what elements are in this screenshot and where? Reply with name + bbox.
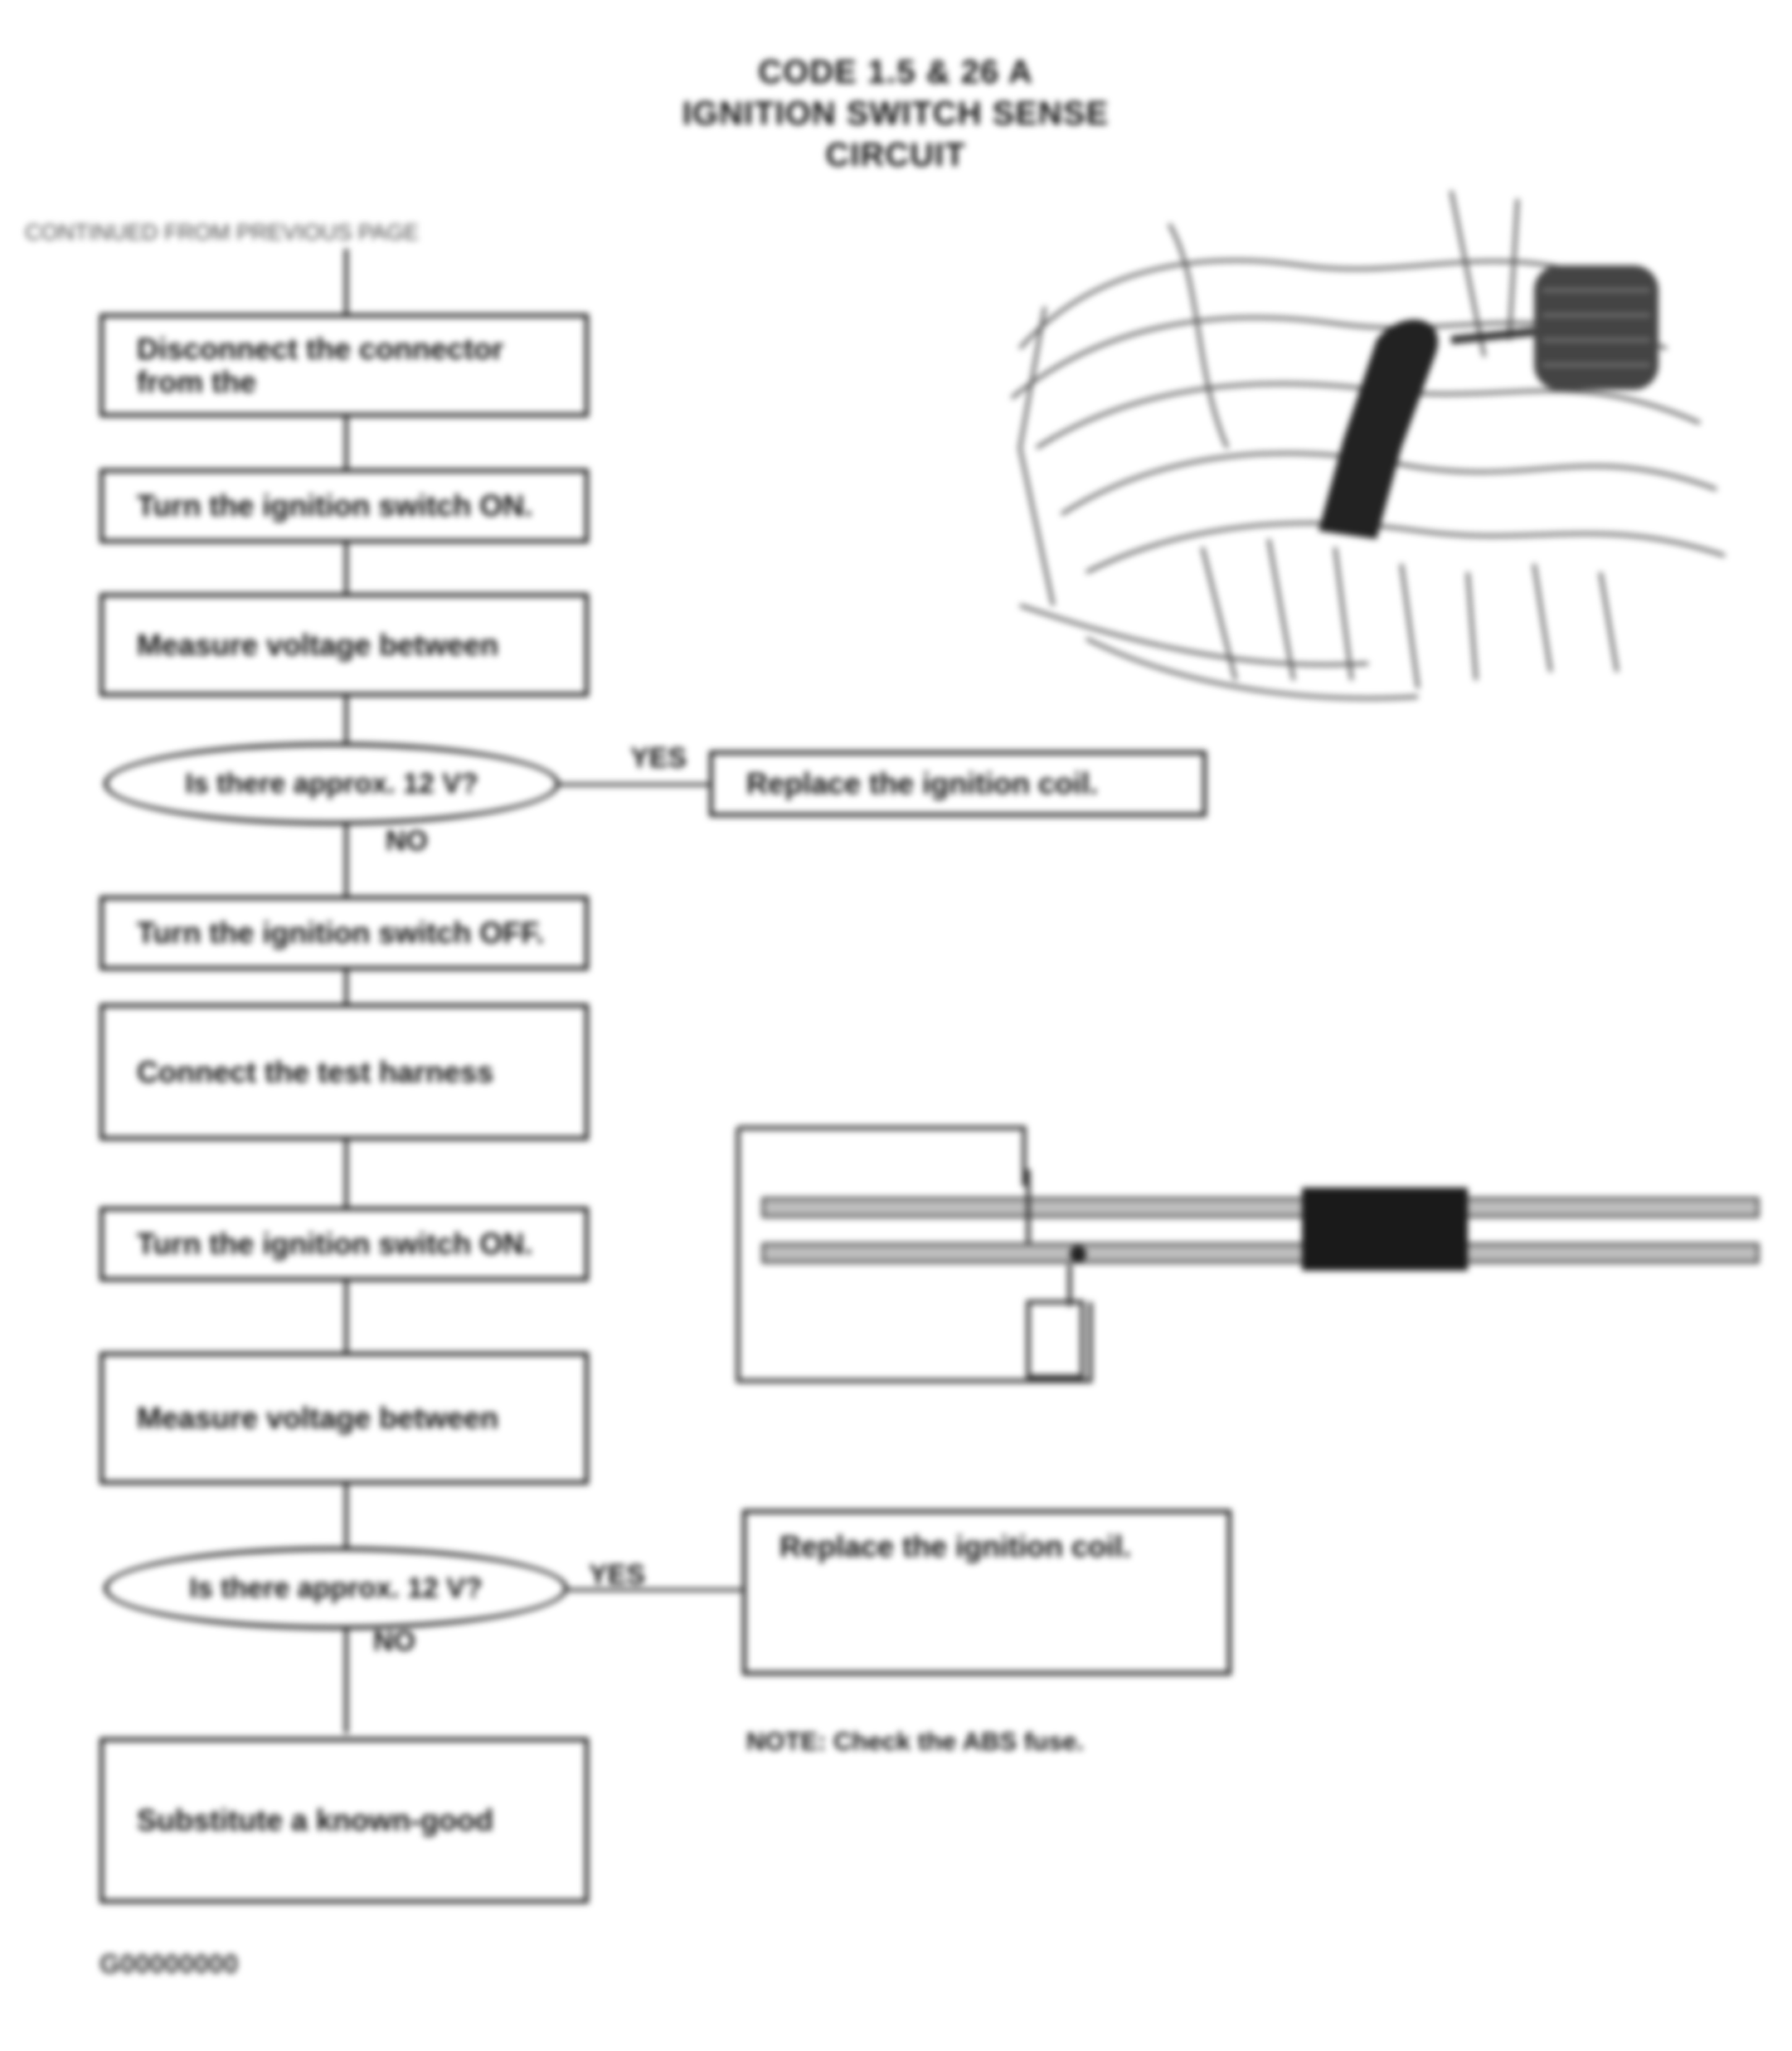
branch-label-no-1: NO <box>386 825 428 857</box>
connector-diagram <box>736 1125 1760 1383</box>
step-6: Turn the ignition switch ON. <box>100 1207 589 1281</box>
title-line-2: IGNITION SWITCH SENSE <box>682 95 1110 132</box>
branch-label-yes-2: YES <box>589 1559 646 1591</box>
side-box-1: Replace the ignition coil. <box>709 751 1207 817</box>
flow-spine <box>344 249 348 1733</box>
step-8: Substitute a known-good <box>100 1738 589 1903</box>
intro-text: CONTINUED FROM PREVIOUS PAGE <box>25 220 420 245</box>
step-3: Measure voltage between <box>100 593 589 697</box>
branch-line-1 <box>560 783 709 786</box>
decision-2: Is there approx. 12 V? <box>104 1547 568 1630</box>
engine-illustration <box>1010 190 1726 700</box>
step-5: Connect the test harness <box>100 1004 589 1140</box>
step-7: Measure voltage between <box>100 1352 589 1485</box>
decision-1: Is there approx. 12 V? <box>104 742 560 825</box>
footer-code: G00000000 <box>100 1949 239 1979</box>
branch-line-2 <box>568 1588 746 1592</box>
step-2: Turn the ignition switch ON. <box>100 469 589 543</box>
side-box-2: Replace the ignition coil. <box>742 1509 1231 1675</box>
branch-label-yes-1: YES <box>630 742 687 774</box>
title-line-3: CIRCUIT <box>825 137 966 173</box>
note-text: NOTE: Check the ABS fuse. <box>746 1727 1085 1756</box>
step-4: Turn the ignition switch OFF. <box>100 896 589 970</box>
branch-label-no-2: NO <box>373 1626 415 1657</box>
title-line-1: CODE 1.5 & 26 A <box>758 54 1033 90</box>
step-1: Disconnect the connector from the <box>100 313 589 417</box>
